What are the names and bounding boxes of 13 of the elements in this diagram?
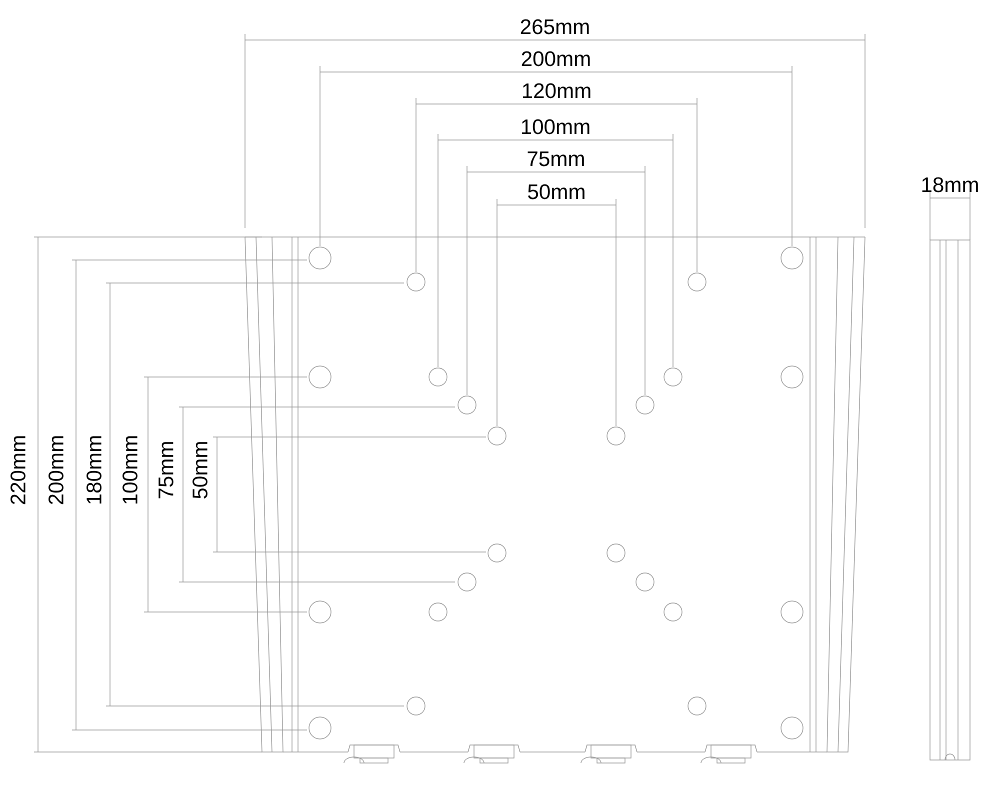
dimension-label: 75mm <box>158 442 174 498</box>
dimension-label: 220mm <box>10 436 26 504</box>
dimension-label: 180mm <box>86 436 102 504</box>
dimension-label: 200mm <box>522 51 590 66</box>
dimension-label: 120mm <box>522 83 590 98</box>
dimension-label: 100mm <box>522 119 590 134</box>
dimension-label: 50mm <box>192 442 208 498</box>
dimension-label: 75mm <box>528 151 584 166</box>
dimension-label: 100mm <box>122 436 138 504</box>
dimension-label: 50mm <box>528 184 584 200</box>
dimension-label: 200mm <box>48 436 64 504</box>
dimension-label: 265mm <box>520 19 589 34</box>
dimension-label: 18mm <box>922 177 978 192</box>
